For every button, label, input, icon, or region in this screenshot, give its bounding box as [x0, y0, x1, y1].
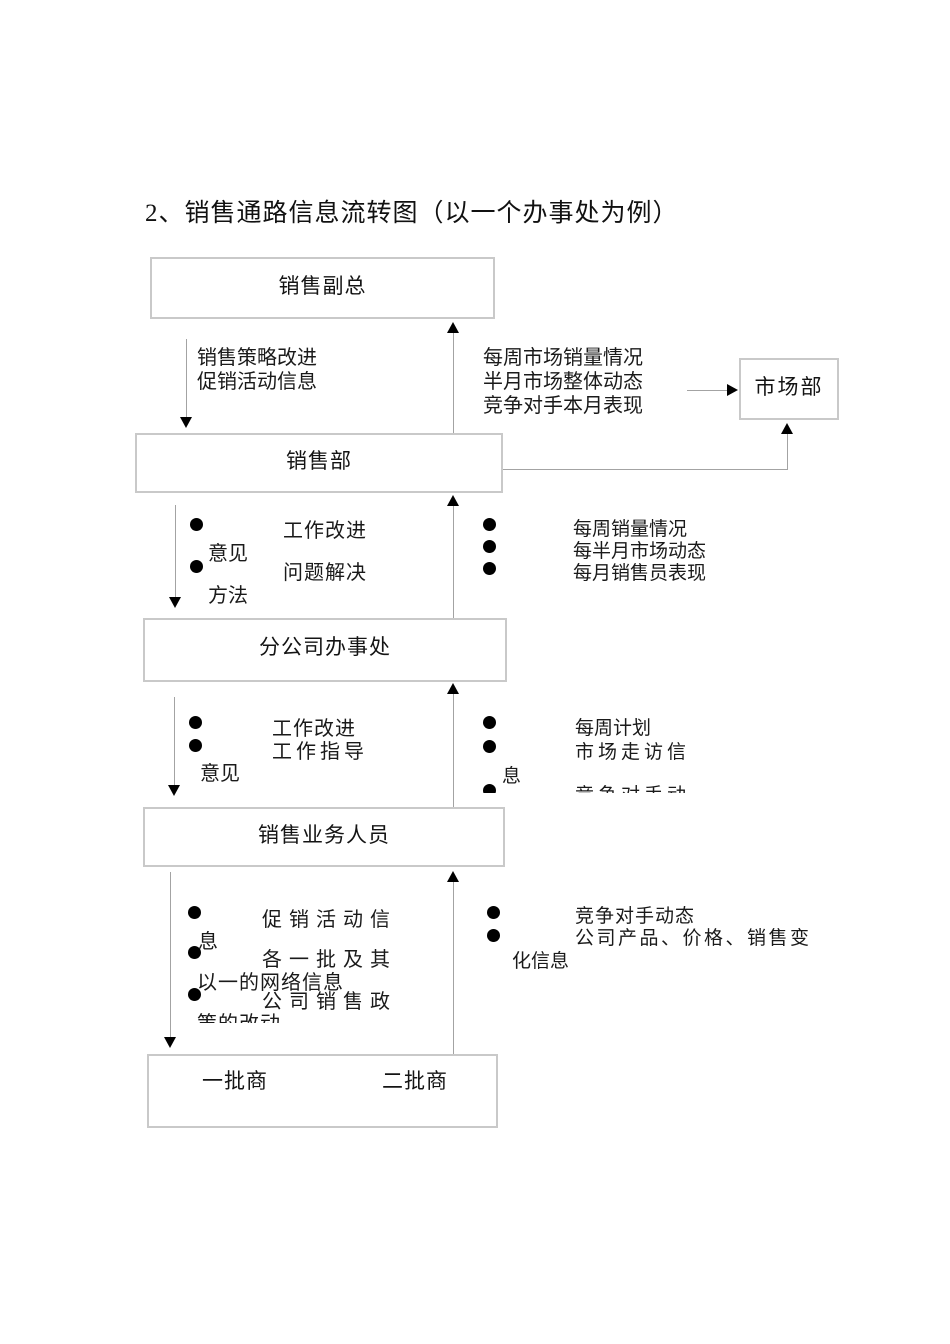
bullet-icon	[189, 739, 202, 752]
flow-box-sales-label: 销售部	[286, 449, 352, 473]
bullet-icon	[189, 716, 202, 729]
connector-staff-up-line	[453, 694, 454, 807]
label-branch-down-item2: 工作指导	[272, 741, 368, 763]
bullet-icon	[483, 540, 496, 553]
flow-box-dist-first-label: 一批商	[202, 1069, 268, 1093]
label-branch-down-item1: 工作改进	[272, 718, 356, 740]
bullet-icon	[190, 518, 203, 531]
label-group-branch-up: 每周计划 市场走访信 息 竞争对手动	[470, 708, 810, 793]
label-staff-down-item1-wrap: 息	[198, 931, 218, 953]
label-sales-up-item1: 每周销量情况	[573, 519, 688, 540]
bullet-icon	[190, 560, 203, 573]
page-title: 2、销售通路信息流转图（以一个办事处为例）	[145, 200, 679, 227]
flow-box-sales: 销售部	[135, 433, 503, 493]
arrowhead-up-icon	[447, 871, 459, 882]
bullet-icon	[188, 906, 201, 919]
label-branch-up-item3: 竞争对手动	[575, 780, 690, 793]
flow-box-market: 市场部	[739, 358, 839, 420]
bullet-icon	[483, 562, 496, 575]
arrowhead-up-icon	[447, 683, 459, 694]
label-staff-down-item2: 各一批及其	[262, 949, 397, 971]
label-branch-down-item2-wrap: 意见	[200, 763, 240, 785]
bullet-icon	[487, 906, 500, 919]
flow-box-branch-label: 分公司办事处	[259, 635, 391, 659]
label-branch-up-item1: 每周计划	[575, 718, 652, 739]
label-branch-up-item2: 市场走访信	[575, 742, 691, 763]
flow-box-staff-label: 销售业务人员	[258, 823, 390, 847]
label-sales-up-item2: 每半月市场动态	[573, 541, 707, 562]
connector-dist-up-line	[453, 882, 454, 1054]
label-sales-up-item3: 每月销售员表现	[573, 563, 707, 584]
label-staff-down-item1: 促销活动信	[262, 909, 397, 931]
connector-to-market-line	[687, 390, 727, 391]
arrowhead-right-icon	[727, 384, 738, 396]
flow-box-distributors: 一批商 二批商	[147, 1054, 498, 1128]
connector-branch-down-line	[174, 697, 175, 785]
label-sales-down-item2: 问题解决	[283, 562, 367, 584]
connector-sales-down-line	[175, 505, 176, 597]
connector-sales-market-v	[787, 434, 788, 469]
connector-vp-down-line	[186, 339, 187, 417]
connector-branch-up-line	[453, 506, 454, 618]
label-branch-up-item2-wrap: 息	[502, 766, 522, 787]
label-vp-up-3: 竞争对手本月表现	[483, 395, 643, 417]
arrowhead-up-icon	[447, 322, 459, 333]
label-vp-up-1: 每周市场销量情况	[483, 347, 643, 369]
flow-box-branch: 分公司办事处	[143, 618, 507, 682]
bullet-icon	[487, 929, 500, 942]
arrowhead-down-icon	[169, 597, 181, 608]
bullet-icon	[188, 988, 201, 1001]
bullet-icon	[483, 716, 496, 729]
connector-staff-down-line	[170, 872, 171, 1037]
label-sales-down-item1-wrap: 意见	[208, 543, 248, 565]
connector-sales-market-h	[503, 469, 788, 470]
label-staff-down-item3-wrap: 策的改动	[197, 1007, 281, 1023]
flow-box-vp: 销售副总	[150, 257, 495, 319]
bullet-icon	[483, 784, 496, 793]
arrowhead-down-icon	[180, 417, 192, 428]
bullet-icon	[188, 946, 201, 959]
label-vp-down-2: 促销活动信息	[197, 371, 317, 393]
label-staff-up-item2: 公司产品、价格、销售变	[575, 928, 812, 949]
arrowhead-up-icon	[781, 423, 793, 434]
label-vp-down-1: 销售策略改进	[197, 347, 317, 369]
label-staff-up-item1: 竞争对手动态	[575, 906, 696, 927]
label-vp-up-2: 半月市场整体动态	[483, 371, 643, 393]
label-staff-up-item2-wrap: 化信息	[512, 951, 570, 972]
arrowhead-down-icon	[168, 785, 180, 796]
flow-box-staff: 销售业务人员	[143, 807, 505, 867]
arrowhead-up-icon	[447, 495, 459, 506]
label-staff-down-item2-wrap: 以一的网络信息	[197, 972, 344, 994]
label-staff-down-item3: 公司销售政	[262, 991, 397, 1013]
arrowhead-down-icon	[164, 1037, 176, 1048]
label-sales-down-item2-wrap: 方法	[208, 585, 248, 607]
bullet-icon	[483, 518, 496, 531]
flow-box-vp-label: 销售副总	[278, 274, 367, 298]
label-group-staff-down: 促销活动信 息 各一批及其 以一的网络信息 公司销售政 策的改动	[180, 900, 450, 1023]
connector-sales-up-line	[453, 333, 454, 433]
flow-box-market-label: 市场部	[754, 375, 824, 399]
flow-box-dist-second-label: 二批商	[382, 1069, 448, 1093]
label-sales-down-item1: 工作改进	[283, 520, 367, 542]
bullet-icon	[483, 740, 496, 753]
